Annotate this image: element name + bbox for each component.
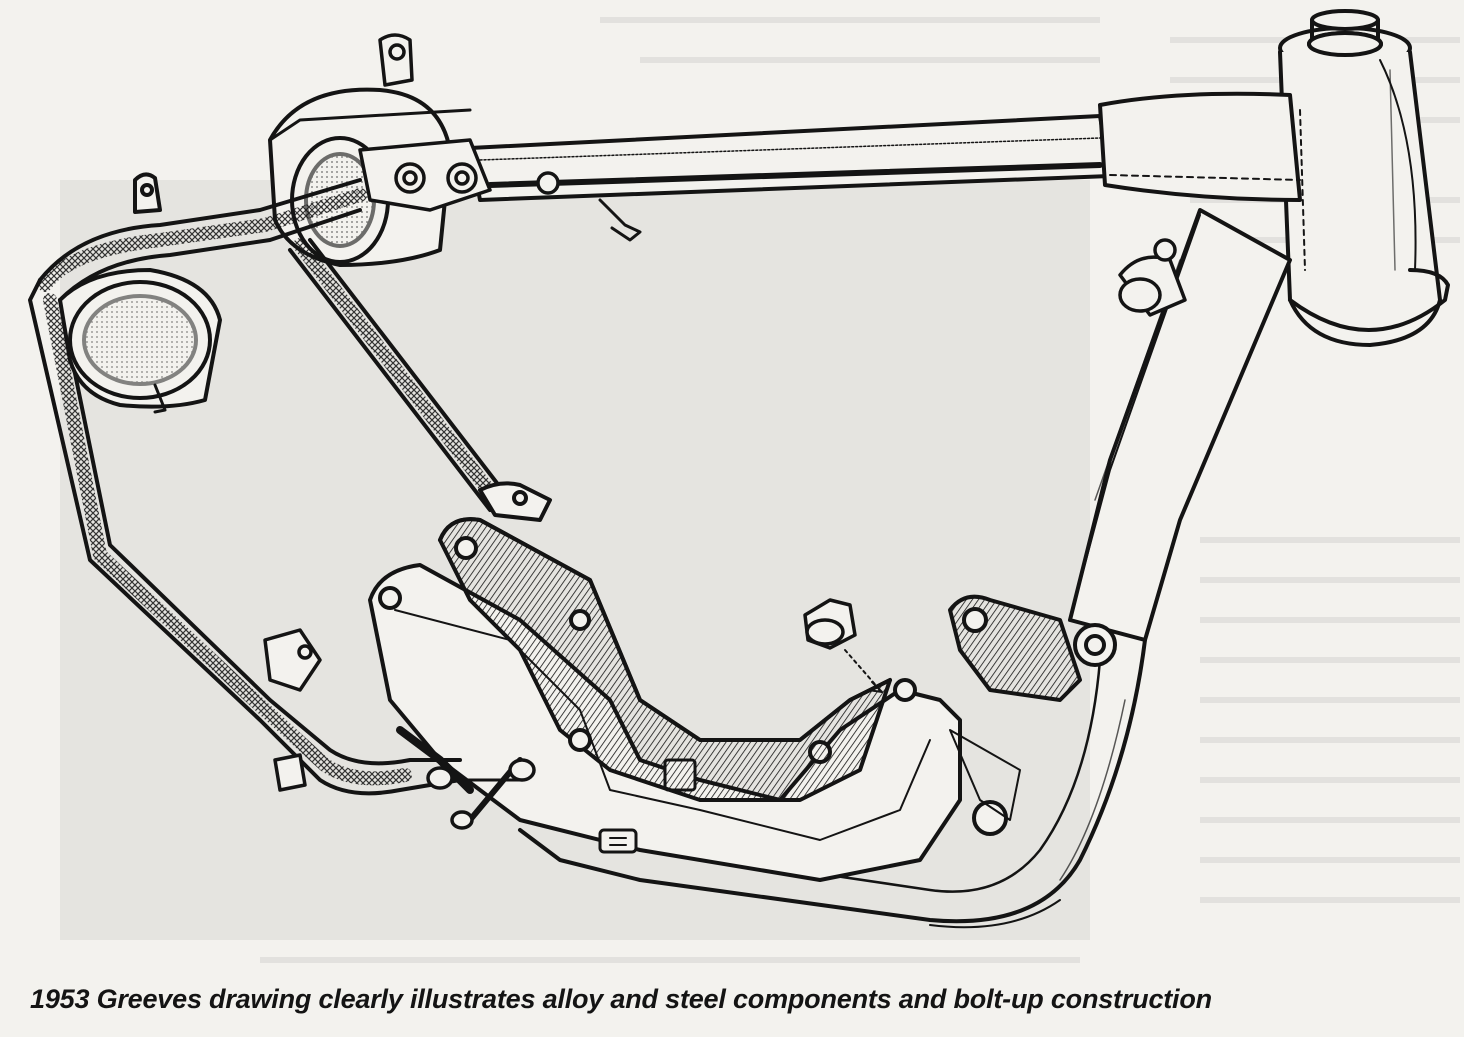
through-bolt: [396, 726, 536, 830]
figure-caption: 1953 Greeves drawing clearly illustrates…: [30, 984, 1212, 1014]
cradle-loop: [518, 638, 1147, 929]
rear-loop: [28, 178, 462, 796]
down-tube: [1068, 208, 1292, 642]
seat-clamp: [358, 33, 642, 242]
head-stock: [1278, 9, 1450, 347]
rear-lug: [948, 594, 1117, 836]
seat-rings: [268, 87, 472, 267]
mounting-bolt: [803, 598, 883, 693]
engine-plate-rear: [438, 517, 892, 802]
top-tube: [468, 91, 1302, 202]
head-lug: [1118, 238, 1187, 317]
rear-ring: [58, 172, 222, 414]
seat-stay: [288, 238, 552, 522]
lower-lug: [263, 628, 322, 792]
